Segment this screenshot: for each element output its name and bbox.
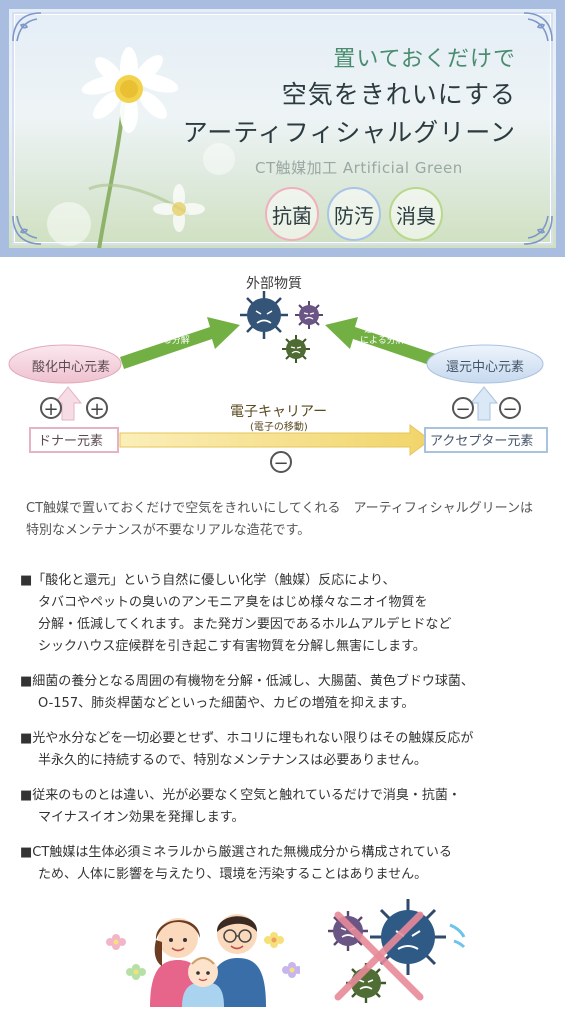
- antifouling-badge: 防汚: [327, 187, 381, 241]
- electron-carrier-label: 電子キャリアー: [230, 404, 328, 420]
- acceptor-element-label: アクセプター元素: [430, 434, 534, 449]
- feature-text: 細菌の養分となる周囲の有機物を分解・低減し、大腸菌、黄色ブドウ球菌、: [32, 674, 474, 689]
- corner-ornament-icon: [523, 12, 553, 42]
- corner-ornament-icon: [523, 215, 553, 245]
- feature-line: シックハウス症候群を引き起こす有害物質を分解し無害にします。: [38, 639, 426, 654]
- oxidation-arrow: [120, 317, 240, 369]
- intro-line-1: CT触媒で置いておくだけで空気をきれいにしてくれる アーティフィシャルグリーンは: [26, 501, 533, 516]
- banner-line-2: 空気をきれいにする: [281, 80, 516, 109]
- oxidation-reaction-label: 酸化反応 による分解: [145, 325, 190, 347]
- bullet-square-icon: ■: [20, 573, 33, 588]
- oxidation-center-ellipse: [8, 344, 122, 384]
- germ-purple-icon: [295, 301, 323, 329]
- oxidation-center-label: 酸化中心元素: [32, 360, 111, 375]
- donor-box: [29, 427, 119, 453]
- feature-item: ■従来のものとは違い、光が必要なく空気と触れているだけで消臭・抗菌・ マイナスイ…: [20, 785, 555, 829]
- feature-line: ■光や水分などを一切必要とせず、ホコリに埋もれない限りはその触媒反応が: [20, 728, 555, 750]
- reduction-center-ellipse: [426, 344, 544, 384]
- daisy-flower-image: [47, 47, 235, 248]
- feature-line: ■「酸化と還元」という自然に優しい化学（触媒）反応により、: [20, 570, 555, 592]
- corner-ornament-icon: [12, 215, 42, 245]
- feature-badges: 抗菌 防汚 消臭: [265, 187, 443, 241]
- catalyst-diagram-graphic: [8, 291, 548, 456]
- feature-line: ■細菌の養分となる周囲の有機物を分解・低減し、大腸菌、黄色ブドウ球菌、: [20, 671, 555, 693]
- acceptor-up-arrow: [469, 386, 499, 421]
- catalyst-diagram: 外部物質 酸化反応 による分解 還元反応 による分解 酸化中心元素 還元中心元素…: [0, 265, 565, 480]
- hero-banner: 置いておくだけで 空気をきれいにする アーティフィシャルグリーン CT触媒加工 …: [0, 0, 565, 257]
- feature-line: 半永久的に持続するので、特別なメンテナンスは必要ありません。: [38, 753, 427, 768]
- bullet-square-icon: ■: [20, 788, 33, 803]
- reduction-center-label: 還元中心元素: [446, 360, 525, 375]
- bullet-square-icon: ■: [20, 731, 33, 746]
- corner-ornament-icon: [12, 12, 42, 42]
- electron-movement-label: (電子の移動): [250, 422, 308, 433]
- feature-item: ■CT触媒は生体必須ミネラルから厳選された無機成分から構成されている ため、人体…: [20, 842, 555, 886]
- germ-green-icon: [282, 335, 310, 363]
- plus-charge-icon: +: [40, 397, 62, 420]
- reduction-reaction-line1: 還元反応: [364, 325, 401, 335]
- feature-text: CT触媒は生体必須ミネラルから厳選された無機成分から構成されている: [32, 845, 452, 860]
- germ-large-icon: [240, 291, 288, 339]
- banner-subtitle: CT触媒加工 Artificial Green: [255, 159, 463, 177]
- banner-line-3: アーティフィシャルグリーン: [182, 118, 516, 147]
- feature-line: ■CT触媒は生体必須ミネラルから厳選された無機成分から構成されている: [20, 842, 555, 864]
- no-germs-illustration-icon: [328, 899, 466, 1003]
- bullet-square-icon: ■: [20, 845, 33, 860]
- family-illustration-icon: [106, 914, 300, 1007]
- banner-headline: 置いておくだけで 空気をきれいにする アーティフィシャルグリーン: [183, 41, 516, 149]
- feature-line: タバコやペットの臭いのアンモニア臭をはじめ様々なニオイ物質を: [38, 595, 428, 610]
- feature-line: マイナスイオン効果を発揮します。: [38, 810, 245, 825]
- intro-line-2: 特別なメンテナンスが不要なリアルな造花です。: [26, 523, 311, 538]
- feature-line: O-157、肺炎桿菌などといった細菌や、カビの増殖を抑えます。: [38, 696, 415, 711]
- minus-charge-icon: −: [499, 397, 521, 420]
- oxidation-reaction-line1: 酸化反応: [149, 325, 186, 335]
- feature-text: 従来のものとは違い、光が必要なく空気と触れているだけで消臭・抗菌・: [32, 788, 461, 803]
- external-substance-title: 外部物質: [246, 276, 302, 292]
- donor-element-label: ドナー元素: [38, 434, 104, 449]
- antibacterial-badge: 抗菌: [265, 187, 319, 241]
- reduction-reaction-label: 還元反応 による分解: [360, 325, 405, 347]
- feature-text: 「酸化と還元」という自然に優しい化学（触媒）反応により、: [32, 573, 396, 588]
- banner-line-1: 置いておくだけで: [333, 47, 516, 72]
- bullet-square-icon: ■: [20, 674, 33, 689]
- plus-charge-icon: +: [86, 397, 108, 420]
- feature-line: ■従来のものとは違い、光が必要なく空気と触れているだけで消臭・抗菌・: [20, 785, 555, 807]
- deodorize-badge: 消臭: [389, 187, 443, 241]
- oxidation-reaction-line2: による分解: [145, 336, 190, 346]
- minus-charge-icon: −: [270, 451, 292, 474]
- feature-item: ■細菌の養分となる周囲の有機物を分解・低減し、大腸菌、黄色ブドウ球菌、 O-15…: [20, 671, 555, 715]
- reduction-reaction-line2: による分解: [360, 336, 405, 346]
- banner-inner-frame: [14, 14, 551, 243]
- feature-text: 光や水分などを一切必要とせず、ホコリに埋もれない限りはその触媒反応が: [32, 731, 474, 746]
- feature-line: ため、人体に影響を与えたり、環境を汚染することはありません。: [38, 867, 428, 882]
- feature-item: ■光や水分などを一切必要とせず、ホコリに埋もれない限りはその触媒反応が 半永久的…: [20, 728, 555, 772]
- minus-charge-icon: −: [452, 397, 474, 420]
- feature-line: 分解・低減してくれます。また発ガン要因であるホルムアルデヒドなど: [38, 617, 452, 632]
- electron-carrier-arrow: [119, 424, 431, 456]
- reduction-arrow: [325, 317, 445, 369]
- feature-item: ■「酸化と還元」という自然に優しい化学（触媒）反応により、 タバコやペットの臭い…: [20, 570, 555, 658]
- acceptor-box: [424, 427, 548, 453]
- feature-list: ■「酸化と還元」という自然に優しい化学（触媒）反応により、 タバコやペットの臭い…: [20, 570, 555, 899]
- intro-paragraph: CT触媒で置いておくだけで空気をきれいにしてくれる アーティフィシャルグリーンは…: [26, 498, 546, 542]
